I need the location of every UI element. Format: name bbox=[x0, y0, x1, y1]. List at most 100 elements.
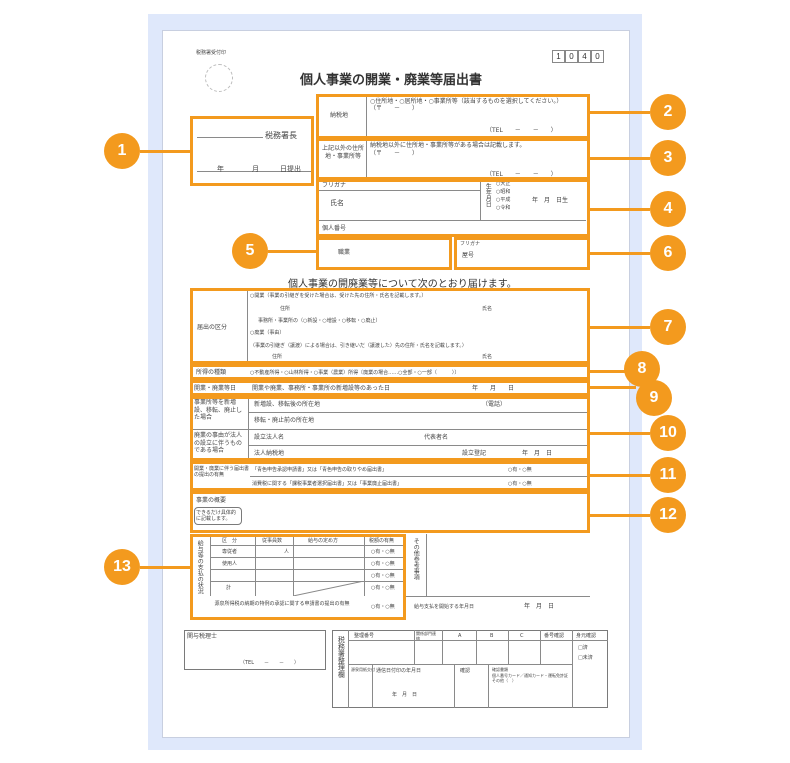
callout-badge-6: 6 bbox=[650, 235, 686, 271]
other-address-note: 納税地以外に住所地・事業所等がある場合は記載します。 bbox=[370, 142, 526, 149]
corp-tax-place-label: 法人納税地 bbox=[254, 450, 285, 457]
office-header: B bbox=[490, 633, 494, 639]
business-outline-note: できるだけ具体的に記載します。 bbox=[196, 510, 236, 523]
salary-tax-yes-no[interactable]: ○有・○無 bbox=[371, 585, 395, 591]
furigana-label: フリガナ bbox=[322, 182, 347, 189]
form-number-digit: 0 bbox=[565, 50, 578, 63]
era-heisei[interactable]: ○平成 bbox=[496, 197, 511, 203]
office-row2-note: 個人番号カード／通知カード・運転免許証その他（ ） bbox=[492, 673, 568, 683]
representative-label: 代表者名 bbox=[424, 434, 449, 441]
form-subtitle: 個人事業の開廃業等について次のとおり届けます。 bbox=[288, 279, 517, 290]
check-pending[interactable]: □未済 bbox=[578, 655, 593, 661]
highlight-5 bbox=[316, 237, 452, 270]
successor-name-label: 氏名 bbox=[482, 306, 493, 312]
era-showa[interactable]: ○昭和 bbox=[496, 189, 511, 195]
form-number-digit: 4 bbox=[578, 50, 591, 63]
withholding-special-label: 源泉所得税の納期の特例の承認に関する申請書の提出の有無 bbox=[214, 601, 350, 607]
highlight-11 bbox=[190, 461, 590, 491]
name-label: 氏名 bbox=[330, 199, 344, 207]
corp-name-label: 設立法人名 bbox=[254, 434, 285, 441]
era-taisho[interactable]: ○大正 bbox=[496, 181, 511, 187]
highlight-4 bbox=[316, 179, 590, 237]
registration-label: 設立登記 bbox=[462, 450, 487, 457]
office-row2-cell: 通信日付印の年月日 bbox=[376, 668, 422, 674]
callout-badge-7: 7 bbox=[650, 309, 686, 345]
highlight-8 bbox=[190, 364, 590, 380]
successor-address-label: 住所 bbox=[280, 306, 291, 312]
tax-accountant-label: 関与税理士 bbox=[187, 633, 218, 640]
tax-place-label: 納税地 bbox=[330, 112, 349, 119]
salary-row-total: 計 bbox=[226, 585, 232, 591]
form-number-digit: 1 bbox=[552, 50, 565, 63]
tax-accountant-box bbox=[184, 630, 326, 670]
transfer-note: （事業の引継ぎ（譲渡）による場合は、引き継いだ（譲渡した）先の住所・氏名を記載し… bbox=[250, 343, 467, 349]
transferee-address-label: 住所 bbox=[272, 354, 283, 360]
transferee-name-label: 氏名 bbox=[482, 354, 493, 360]
tax-place-postal: （〒 － ） bbox=[370, 105, 419, 112]
salary-tax-yes-no[interactable]: ○有・○無 bbox=[371, 573, 395, 579]
office-header: 関係部門連絡 bbox=[416, 631, 436, 641]
blue-return-label: 開業・廃業に伴う届出書の提出の有無 bbox=[194, 466, 250, 479]
office-row2-cell: 源泉用紙交付 bbox=[351, 667, 375, 672]
office-change-options[interactable]: 事務所・事業所の（○新設・○増設・○移転・○廃止） bbox=[258, 318, 381, 324]
salary-label: 給与等の支払の状況 bbox=[196, 540, 204, 594]
blue-return-yes-no[interactable]: ○有・○無 bbox=[508, 467, 532, 473]
tax-place-options: ○住所地・○居所地・○事業所等（該当するものを選択してください。） bbox=[370, 98, 563, 105]
withholding-special-yes-no[interactable]: ○有・○無 bbox=[371, 604, 395, 610]
birth-date-label: 生年月日 bbox=[484, 183, 492, 207]
office-row2-cell: 確認書類 bbox=[492, 667, 508, 672]
date-month: 月 bbox=[252, 165, 259, 173]
office-header: 整理番号 bbox=[354, 633, 375, 639]
salary-header-tax: 税額の有無 bbox=[369, 538, 395, 544]
date-submitted: 日提出 bbox=[280, 165, 301, 173]
date-year: 年 bbox=[217, 165, 224, 173]
consumption-tax-row: 消費税に関する「課税事業者選択届出書」又は「事業廃止届出書」 bbox=[252, 481, 403, 487]
highlight-6 bbox=[454, 237, 590, 270]
salary-header-count: 従事員数 bbox=[262, 538, 283, 544]
highlight-9 bbox=[190, 380, 590, 396]
birth-date-fields: 年 月 日生 bbox=[532, 197, 569, 204]
callout-badge-10: 10 bbox=[650, 415, 686, 451]
office-section-label: 税務署整理欄 bbox=[337, 636, 346, 678]
old-location-label: 移転・廃止前の所在地 bbox=[254, 417, 315, 424]
callout-badge-4: 4 bbox=[650, 191, 686, 227]
form-title: 個人事業の開業・廃業等届出書 bbox=[300, 73, 483, 88]
callout-badge-9: 9 bbox=[636, 380, 672, 416]
blue-return-row: 「青色申告承認申請書」又は「青色申告の取りやめ届出書」 bbox=[252, 467, 388, 473]
corporation-label: 廃業の事由が法人の設立に伴うものである場合 bbox=[194, 432, 243, 454]
notification-type-label: 届出の区分 bbox=[197, 324, 228, 331]
highlight-1 bbox=[190, 116, 314, 186]
highlight-12 bbox=[190, 491, 590, 533]
opening-date-label: 開業・廃業等日 bbox=[194, 385, 237, 392]
callout-badge-11: 11 bbox=[650, 457, 686, 493]
pay-start-label: 給与支払を開始する年月日 bbox=[414, 604, 475, 610]
new-location-tel: （電話） bbox=[482, 401, 507, 408]
era-reiwa[interactable]: ○令和 bbox=[496, 205, 511, 211]
highlight-10 bbox=[190, 396, 590, 461]
highlight-2 bbox=[316, 94, 590, 139]
highlight-7 bbox=[190, 288, 590, 364]
salary-row-employee: 使用人 bbox=[222, 561, 238, 567]
other-address-tel: （TEL － － ） bbox=[486, 171, 557, 178]
shop-name-label: 屋号 bbox=[462, 252, 475, 259]
income-type-options[interactable]: ○不動産所得・○山林所得・○事業（農業）所得〔廃業の場合……○全部・○一部（ ）… bbox=[250, 370, 460, 376]
other-address-label: 上記以外の住所地・事業所等 bbox=[321, 145, 364, 160]
check-done[interactable]: □済 bbox=[578, 645, 588, 651]
receipt-stamp-label: 税務署受付印 bbox=[196, 50, 227, 56]
tax-accountant-tel: （TEL － － ） bbox=[240, 660, 300, 666]
office-header: 番号確認 bbox=[544, 633, 565, 639]
office-section-box bbox=[332, 630, 608, 708]
opening-option[interactable]: ○開業（事業の引継ぎを受けた場合は、受けた先の住所・氏名を記載します。） bbox=[250, 293, 427, 299]
other-address-postal: （〒 － ） bbox=[370, 150, 419, 157]
callout-badge-13: 13 bbox=[104, 549, 140, 585]
consumption-tax-yes-no[interactable]: ○有・○無 bbox=[508, 481, 532, 487]
opening-date-fields: 年 月 日 bbox=[472, 385, 515, 392]
opening-date-desc: 開業や廃業、事務所・事業所の新増設等のあった日 bbox=[252, 385, 391, 392]
salary-tax-yes-no[interactable]: ○有・○無 bbox=[371, 561, 395, 567]
closing-option[interactable]: ○廃業（事由） bbox=[250, 330, 285, 336]
receipt-stamp-circle bbox=[205, 64, 233, 92]
registration-date: 年 月 日 bbox=[522, 450, 553, 457]
pay-start-date: 年 月 日 bbox=[524, 603, 555, 610]
salary-row-family: 専従者 bbox=[222, 549, 238, 555]
salary-tax-yes-no[interactable]: ○有・○無 bbox=[371, 549, 395, 555]
